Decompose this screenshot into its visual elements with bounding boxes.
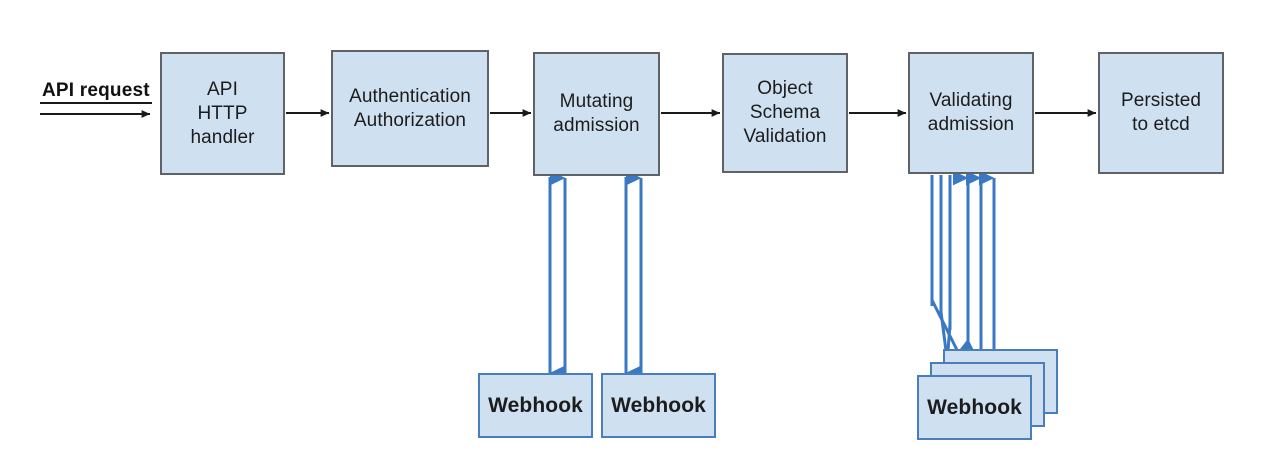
- entry-arrow: [40, 102, 152, 118]
- node-webhook-mutating-2[interactable]: Webhook: [601, 373, 716, 438]
- node-mutating-admission[interactable]: Mutating admission: [533, 52, 660, 176]
- node-api-http-handler[interactable]: API HTTP handler: [160, 52, 285, 175]
- arrow-call-validating-3-head: [930, 299, 975, 353]
- node-object-schema-validation[interactable]: Object Schema Validation: [722, 53, 848, 173]
- node-webhook-mutating-1[interactable]: Webhook: [478, 373, 593, 438]
- node-authentication-authorization[interactable]: Authentication Authorization: [331, 50, 489, 167]
- entry-label: API request: [42, 80, 150, 101]
- node-validating-admission[interactable]: Validating admission: [908, 52, 1034, 174]
- node-persisted-to-etcd[interactable]: Persisted to etcd: [1098, 52, 1224, 174]
- node-webhook-validating-1[interactable]: Webhook: [917, 375, 1032, 440]
